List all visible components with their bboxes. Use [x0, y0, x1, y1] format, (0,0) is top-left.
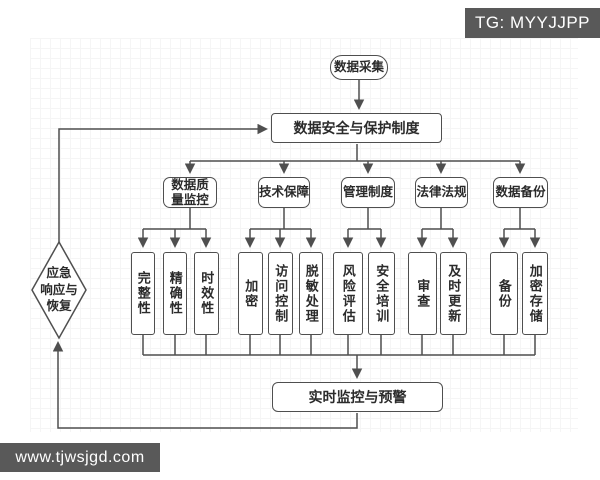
node-data-collection: 数据采集 [330, 55, 388, 80]
node-leaf-access-control: 访问控制 [268, 252, 293, 335]
arrow-emergency-to-policy [58, 123, 268, 242]
node-leaf-desensitization: 脱敏处理 [299, 252, 323, 335]
node-leaf-encrypted-storage: 加密存储 [522, 252, 548, 335]
tg-watermark-badge: TG: MYYJJPP [465, 8, 600, 38]
node-leaf-risk-assessment: 风险评估 [333, 252, 363, 335]
emergency-diamond-shape [31, 240, 87, 340]
node-branch-technical-support: 技术保障 [258, 177, 310, 208]
node-leaf-timely-update: 及时更新 [440, 252, 467, 335]
node-leaf-backup: 备份 [490, 252, 518, 335]
node-leaf-timeliness: 时效性 [194, 252, 219, 335]
node-branch-data-backup: 数据备份 [493, 177, 548, 208]
node-leaf-encryption: 加密 [238, 252, 263, 335]
site-watermark-badge: www.tjwsjgd.com [0, 443, 160, 472]
grid-canvas [30, 38, 578, 432]
node-realtime-monitor: 实时监控与预警 [272, 382, 443, 412]
node-leaf-accuracy: 精确性 [163, 252, 187, 335]
node-branch-management-system: 管理制度 [341, 177, 395, 208]
node-emergency-response: 应急 响应与 恢复 [40, 266, 78, 313]
node-leaf-integrity: 完整性 [131, 252, 155, 335]
node-security-policy: 数据安全与保护制度 [271, 113, 442, 143]
node-leaf-review: 审查 [408, 252, 437, 335]
node-branch-data-quality: 数据质 量监控 [163, 177, 217, 208]
node-leaf-security-training: 安全培训 [368, 252, 395, 335]
node-branch-laws-regulations: 法律法规 [415, 177, 468, 208]
arrow-monitor-to-emergency [52, 341, 358, 429]
